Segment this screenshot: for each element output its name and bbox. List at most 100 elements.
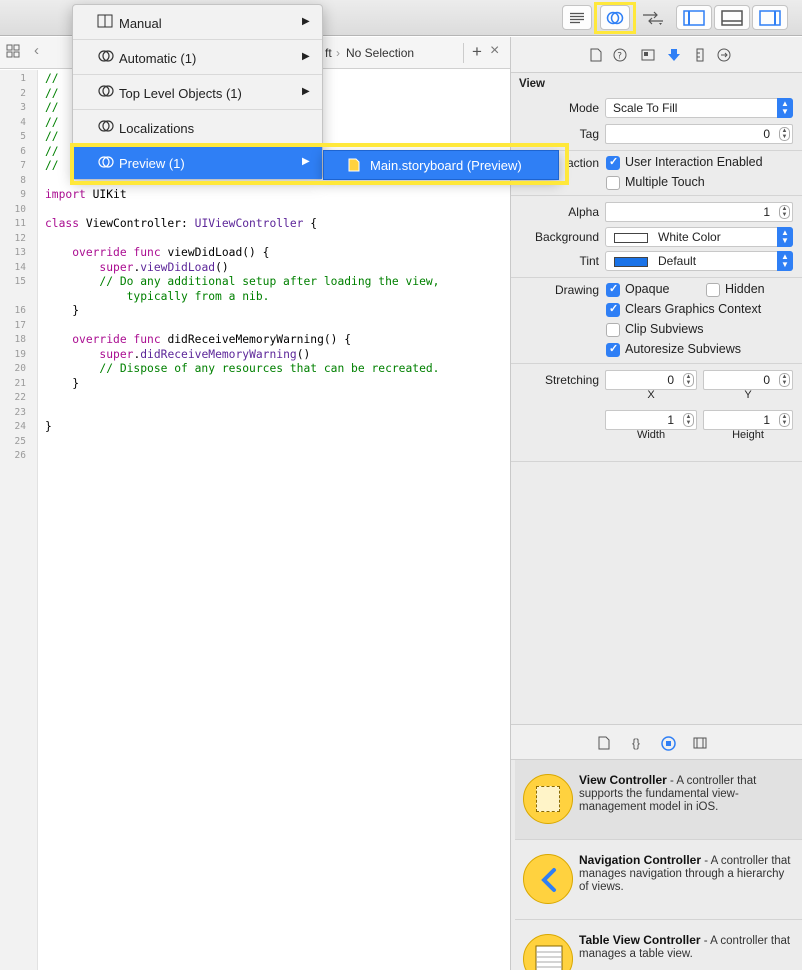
code-line[interactable]: 13 override func viewDidLoad() {	[0, 246, 510, 261]
quick-help-tab[interactable]: ?	[612, 47, 628, 63]
tag-stepper[interactable]: ▲▼	[779, 127, 790, 141]
code-token: .	[133, 347, 141, 361]
navigator-toggle-button[interactable]	[676, 5, 712, 30]
stretch-x-stepper[interactable]: ▲▼	[683, 373, 694, 387]
code-line[interactable]: 16 }	[0, 304, 510, 319]
code-line[interactable]: 21 }	[0, 377, 510, 392]
object-library-tab[interactable]	[660, 735, 676, 751]
menu-item-top-level-objects[interactable]: Top Level Objects (1) ▶	[73, 75, 322, 110]
utilities-toggle-button[interactable]	[752, 5, 788, 30]
code-line[interactable]: 7//	[0, 159, 510, 174]
braces-icon: {}	[631, 736, 640, 750]
identity-inspector-tab[interactable]	[640, 47, 656, 63]
code-line[interactable]: 14 super.viewDidLoad()	[0, 261, 510, 276]
code-line[interactable]: 26	[0, 449, 510, 464]
code-line[interactable]: 23	[0, 406, 510, 421]
menu-item-preview[interactable]: Preview (1) ▶	[73, 146, 322, 179]
connections-inspector-tab[interactable]	[716, 47, 732, 63]
code-text: }	[45, 420, 52, 435]
add-assistant-button[interactable]: +	[472, 42, 482, 61]
stretch-height-value: 1	[763, 413, 770, 427]
menu-item-label: Preview (1)	[119, 156, 185, 171]
code-line[interactable]: 10	[0, 203, 510, 218]
code-token: //	[45, 130, 59, 143]
code-line[interactable]: 19 super.didReceiveMemoryWarning()	[0, 348, 510, 363]
code-line[interactable]: 17	[0, 319, 510, 334]
code-line[interactable]: 1//	[0, 72, 510, 87]
code-line[interactable]: 25	[0, 435, 510, 450]
code-line[interactable]: 5//	[0, 130, 510, 145]
tint-popup[interactable]: Default ▲▼	[605, 251, 793, 271]
stretch-width-field[interactable]: 1 ▲▼	[605, 410, 697, 430]
code-line[interactable]: 22	[0, 391, 510, 406]
stretch-y-stepper[interactable]: ▲▼	[779, 373, 790, 387]
code-text: import UIKit	[45, 188, 127, 203]
version-editor-button[interactable]	[638, 5, 668, 30]
code-line[interactable]: 8	[0, 174, 510, 189]
code-text: super.viewDidLoad()	[45, 261, 228, 276]
stretch-height-field[interactable]: 1 ▲▼	[703, 410, 793, 430]
menu-item-manual[interactable]: Manual ▶	[73, 5, 322, 40]
multiple-touch-checkbox[interactable]	[606, 176, 620, 190]
bottom-panel-icon	[721, 9, 743, 26]
jump-bar-selection[interactable]: No Selection	[346, 46, 415, 60]
back-chevron-icon[interactable]: ‹	[34, 42, 39, 59]
stretch-y-field[interactable]: 0 ▲▼	[703, 370, 793, 390]
code-snippet-library-tab[interactable]: {}	[628, 735, 644, 751]
stretch-width-stepper[interactable]: ▲▼	[683, 413, 694, 427]
stretch-height-stepper[interactable]: ▲▼	[779, 413, 790, 427]
attributes-inspector-tab[interactable]	[666, 47, 682, 63]
code-line[interactable]: 15 // Do any additional setup after load…	[0, 275, 510, 290]
close-assistant-button[interactable]: ×	[490, 42, 500, 59]
background-popup[interactable]: White Color ▲▼	[605, 227, 793, 247]
menu-item-localizations[interactable]: Localizations	[73, 110, 322, 145]
code-line[interactable]: 2//	[0, 87, 510, 102]
code-line[interactable]: 20 // Dispose of any resources that can …	[0, 362, 510, 377]
code-line[interactable]: 12	[0, 232, 510, 247]
clip-subviews-checkbox[interactable]	[606, 323, 620, 337]
alpha-stepper[interactable]: ▲▼	[779, 205, 790, 219]
debug-area-toggle-button[interactable]	[714, 5, 750, 30]
menu-item-automatic[interactable]: Automatic (1) ▶	[73, 40, 322, 75]
size-inspector-tab[interactable]	[692, 47, 708, 63]
file-template-library-tab[interactable]	[596, 735, 612, 751]
library-item-navigation-controller[interactable]: Navigation Controller - A controller tha…	[515, 840, 802, 920]
code-line[interactable]: typically from a nib.	[0, 290, 510, 305]
file-icon	[590, 48, 602, 62]
jump-bar-file-fragment[interactable]: ft	[325, 46, 332, 60]
assistant-rings-icon	[97, 155, 115, 172]
stretch-x-field[interactable]: 0 ▲▼	[605, 370, 697, 390]
hidden-checkbox[interactable]	[706, 283, 720, 297]
question-icon: ?	[613, 48, 627, 62]
alpha-field[interactable]: 1 ▲▼	[605, 202, 793, 222]
code-line[interactable]: 18 override func didReceiveMemoryWarning…	[0, 333, 510, 348]
user-interaction-checkbox[interactable]	[606, 155, 620, 170]
related-items-icon[interactable]	[6, 44, 20, 61]
code-line[interactable]: 24}	[0, 420, 510, 435]
library-item-table-view-controller[interactable]: Table View Controller - A controller tha…	[515, 920, 802, 970]
tag-field[interactable]: 0 ▲▼	[605, 124, 793, 144]
line-number: 13	[14, 247, 26, 258]
library-item-view-controller[interactable]: View Controller - A controller that supp…	[515, 760, 802, 840]
media-library-tab[interactable]	[692, 735, 708, 751]
inspector-divider	[511, 277, 802, 278]
line-number-gutter	[0, 70, 38, 970]
code-line[interactable]: 4//	[0, 116, 510, 131]
code-token: //	[45, 101, 59, 114]
opaque-checkbox[interactable]	[606, 282, 620, 297]
standard-editor-button[interactable]	[562, 5, 592, 30]
submenu-item-main-storyboard-preview[interactable]: Main.storyboard (Preview)	[370, 158, 522, 173]
clears-graphics-checkbox[interactable]	[606, 302, 620, 317]
assistant-editor-button[interactable]	[600, 5, 630, 30]
film-icon	[693, 737, 707, 749]
table-view-controller-icon	[523, 934, 573, 970]
mode-popup[interactable]: Scale To Fill ▲▼	[605, 98, 793, 118]
code-line[interactable]: 3//	[0, 101, 510, 116]
file-inspector-tab[interactable]	[588, 47, 604, 63]
code-line[interactable]: 6//	[0, 145, 510, 160]
autoresize-checkbox[interactable]	[606, 342, 620, 357]
code-token	[45, 261, 99, 274]
